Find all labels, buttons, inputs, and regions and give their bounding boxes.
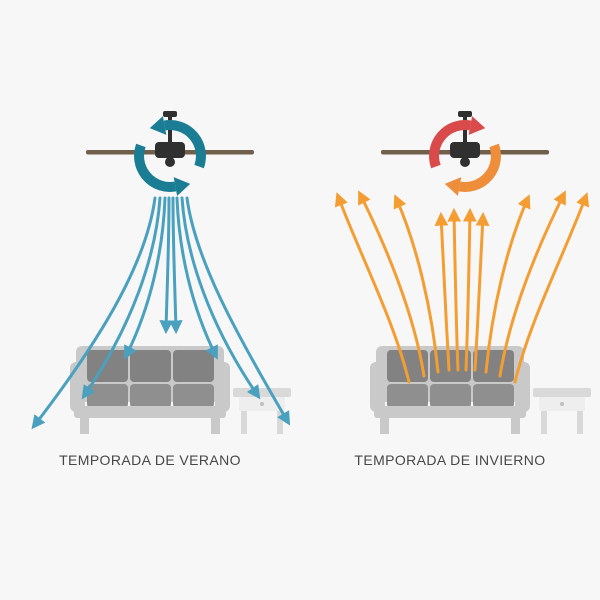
airflow-arrow: [498, 190, 566, 378]
rotation-arrowhead: [173, 177, 191, 196]
rotation-arc: [163, 120, 206, 169]
downward-airflow-arrows: [31, 196, 291, 430]
airflow-arrow: [168, 196, 183, 335]
airflow-arrow: [484, 194, 531, 374]
fan-light: [460, 157, 470, 167]
airflow-arrow: [462, 207, 477, 372]
fan-downrod: [463, 115, 467, 146]
fan-motor: [155, 142, 185, 158]
rotation-arc-red: [429, 120, 472, 169]
airflow-arrow: [473, 211, 490, 372]
airflow-arrow: [434, 211, 451, 372]
fan-motor: [450, 142, 480, 158]
summer-panel: TEMPORADA DE VERANO: [31, 111, 291, 468]
airflow-arrow: [81, 196, 162, 400]
airflow-arrow: [185, 196, 291, 426]
upward-airflow-arrows: [334, 190, 590, 384]
fan-light: [165, 157, 175, 167]
ceiling-fan: [381, 111, 549, 167]
airflow-arrow: [358, 190, 426, 378]
airflow-arrow: [159, 196, 174, 335]
airflow-arrow: [180, 196, 261, 400]
rotation-arc: [134, 143, 177, 192]
airflow-arrow: [334, 192, 411, 384]
winter-caption: TEMPORADA DE INVIERNO: [354, 452, 546, 468]
winter-panel: TEMPORADA DE INVIERNO: [300, 0, 600, 600]
airflow-arrow: [175, 196, 218, 360]
airflow-arrow: [513, 192, 590, 384]
rotation-arrowhead-orange: [444, 177, 462, 196]
counterclockwise-rotation-arrows: [134, 116, 206, 196]
ceiling-fan: [86, 111, 254, 167]
airflow-arrow: [124, 196, 167, 360]
rotation-arc-orange: [458, 143, 501, 192]
fan-mount: [458, 111, 472, 117]
airflow-arrow: [393, 194, 440, 374]
rotation-arrowhead: [149, 116, 167, 135]
airflow-arrow: [447, 207, 462, 372]
summer-caption: TEMPORADA DE VERANO: [59, 452, 241, 468]
summer-illustration: [31, 111, 291, 434]
rotation-arrowhead-red: [468, 116, 486, 135]
airflow-arrow: [31, 196, 157, 430]
winter-illustration: [334, 111, 591, 434]
fan-mount: [163, 111, 177, 117]
clockwise-rotation-arrows: [429, 116, 501, 196]
sofa-and-side-table: [70, 346, 291, 434]
fan-downrod: [168, 115, 172, 146]
